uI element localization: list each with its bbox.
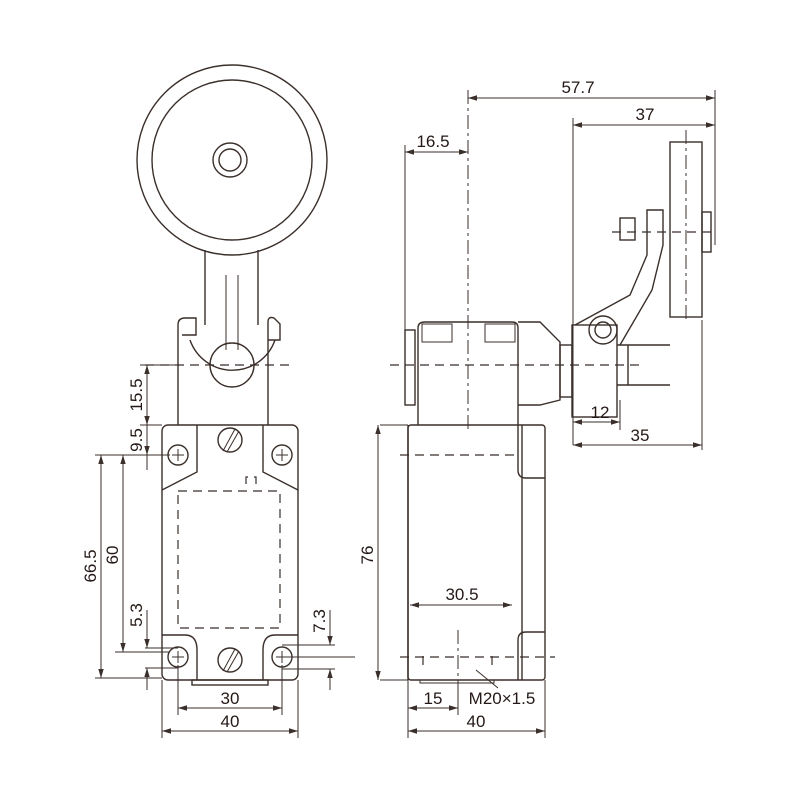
front-view: 15.5 9.5 66.5 60 5.3 7.3 30 40 — [81, 64, 355, 738]
dim-9-5: 9.5 — [127, 428, 146, 452]
cover-screws — [217, 427, 243, 673]
dim-66-5: 66.5 — [81, 549, 100, 582]
side-view: 57.7 37 16.5 12 35 76 30.5 15 M20×1.5 40 — [358, 78, 716, 738]
side-head — [404, 321, 670, 425]
dim-16-5: 16.5 — [416, 132, 449, 151]
dim-15: 15 — [424, 689, 443, 708]
dim-40-front: 40 — [221, 712, 240, 731]
dim-35: 35 — [631, 426, 650, 445]
dim-5-3: 5.3 — [127, 603, 146, 627]
dim-15-5: 15.5 — [127, 378, 146, 411]
head-block — [145, 316, 290, 425]
dim-7-3: 7.3 — [310, 609, 329, 633]
dim-12: 12 — [591, 403, 610, 422]
mounting-holes — [167, 444, 293, 668]
front-dimensions: 15.5 9.5 66.5 60 5.3 7.3 30 40 — [81, 364, 355, 738]
dim-40-side: 40 — [467, 712, 486, 731]
thread-spec: M20×1.5 — [469, 689, 536, 708]
side-body — [400, 424, 555, 684]
dim-30-5: 30.5 — [445, 585, 478, 604]
side-lever — [574, 130, 715, 346]
dim-60: 60 — [103, 546, 122, 565]
dim-30: 30 — [221, 689, 240, 708]
side-dimensions: 57.7 37 16.5 12 35 76 30.5 15 M20×1.5 40 — [358, 78, 716, 738]
dim-57-7: 57.7 — [561, 78, 594, 97]
switch-body — [161, 424, 299, 686]
roller-wheel — [136, 64, 328, 256]
lever-arm — [189, 250, 276, 388]
dim-37: 37 — [636, 105, 655, 124]
dim-76: 76 — [358, 546, 377, 565]
